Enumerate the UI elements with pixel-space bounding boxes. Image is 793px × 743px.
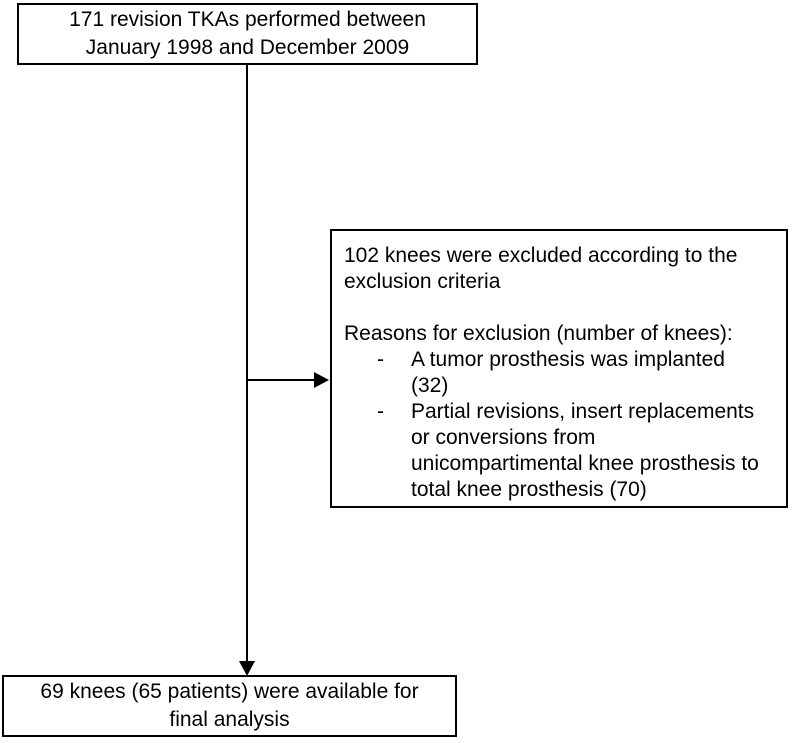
reason-line: or conversions from <box>411 426 596 449</box>
reason-line: total knee prosthesis (70) <box>411 478 647 501</box>
arrowhead-down-icon <box>239 661 255 676</box>
initial-cohort-text-line: 171 revision TKAs performed between <box>69 8 426 31</box>
exclusion-reason-text: Partial revisions, insert replacements o… <box>411 399 780 503</box>
exclusion-reason-item: - Partial revisions, insert replacements… <box>377 399 780 503</box>
initial-cohort-box: 171 revision TKAs performed between Janu… <box>17 3 478 65</box>
exclusion-reasons-header: Reasons for exclusion (number of knees): <box>344 322 733 345</box>
vertical-connector-line <box>246 65 248 661</box>
final-analysis-text-line: 69 knees (65 patients) were available fo… <box>40 680 419 703</box>
exclusion-summary-line: 102 knees were excluded according to the <box>344 244 738 267</box>
reason-line: unicompartimental knee prosthesis to <box>411 452 759 475</box>
bullet-dash: - <box>377 348 384 371</box>
reason-line: Partial revisions, insert replacements <box>411 400 755 423</box>
final-analysis-text-line: final analysis <box>169 708 290 731</box>
bullet-dash: - <box>377 400 384 423</box>
final-analysis-box: 69 knees (65 patients) were available fo… <box>2 675 457 737</box>
reason-line: (32) <box>411 374 449 397</box>
arrowhead-right-icon <box>314 372 329 388</box>
blank-line-spacer <box>344 295 780 321</box>
exclusion-reason-item: - A tumor prosthesis was implanted (32) <box>377 347 780 399</box>
exclusion-branch-line <box>247 379 314 381</box>
exclusion-summary-line: exclusion criteria <box>344 270 501 293</box>
exclusion-box: 102 knees were excluded according to the… <box>330 229 788 508</box>
exclusion-reason-text: A tumor prosthesis was implanted (32) <box>411 347 780 399</box>
initial-cohort-text-line: January 1998 and December 2009 <box>85 36 410 59</box>
reason-line: A tumor prosthesis was implanted <box>411 348 725 371</box>
